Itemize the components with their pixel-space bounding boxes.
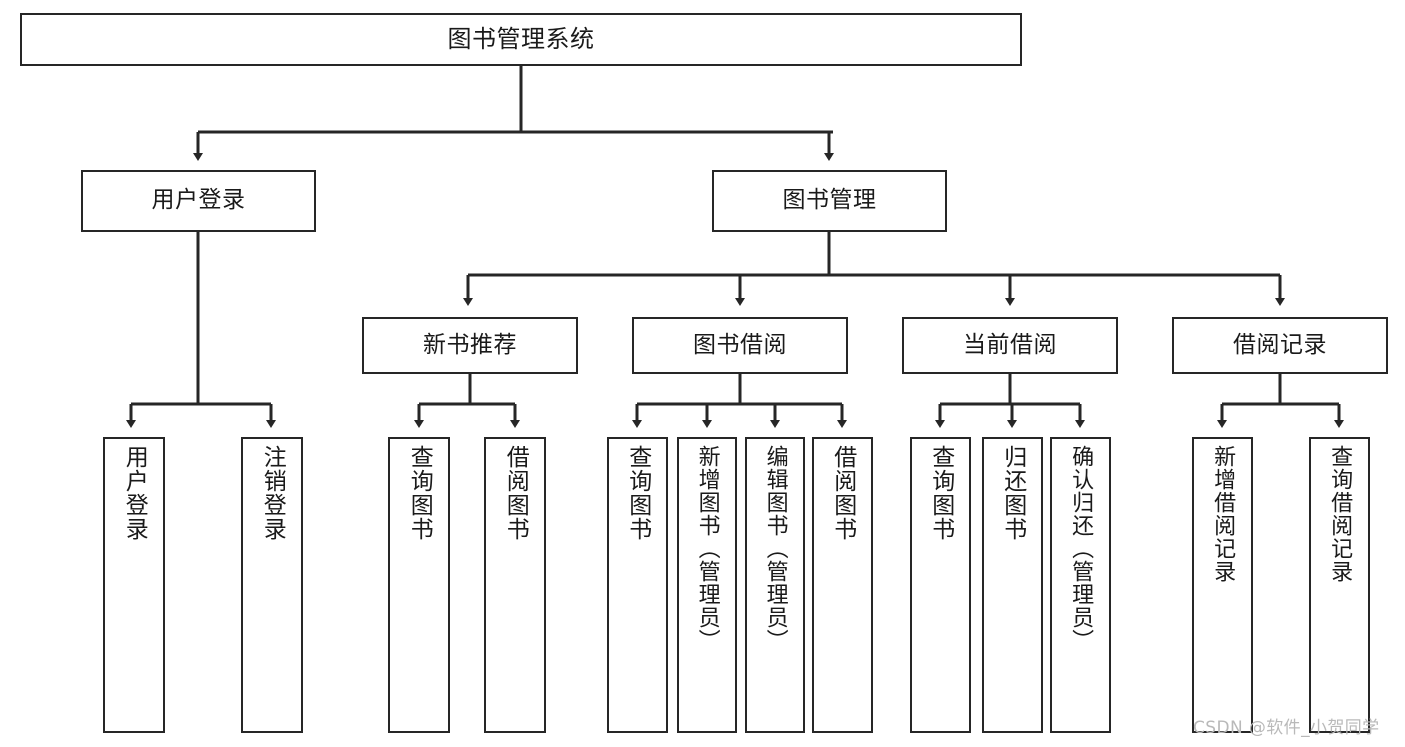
node-label: 查询图书: [927, 445, 954, 541]
node-label: 借阅图书: [829, 445, 856, 541]
node-borrow-record[interactable]: 借阅记录: [1172, 317, 1388, 374]
node-label: 借阅图书: [502, 445, 529, 541]
node-user-login[interactable]: 用户登录: [81, 170, 316, 232]
node-book-manage[interactable]: 图书管理: [712, 170, 947, 232]
node-label: 查询借阅记录: [1327, 445, 1353, 583]
node-leaf-add-borrow-record[interactable]: 新增借阅记录: [1192, 437, 1253, 733]
node-label: 图书借阅: [693, 331, 787, 358]
node-book-borrow[interactable]: 图书借阅: [632, 317, 848, 374]
node-leaf-query-borrow-record[interactable]: 查询借阅记录: [1309, 437, 1370, 733]
node-leaf-query-book-borrow[interactable]: 查询图书: [607, 437, 668, 733]
node-label: 图书管理系统: [447, 25, 595, 54]
node-label: 查询图书: [406, 445, 433, 541]
watermark: CSDN @软件_小贺同学: [1193, 718, 1380, 738]
node-label: 新增借阅记录: [1210, 445, 1236, 583]
node-label: 当前借阅: [963, 331, 1057, 358]
node-leaf-confirm-return-admin[interactable]: 确认归还（管理员）: [1050, 437, 1111, 733]
node-label: 用户登录: [121, 445, 148, 541]
node-leaf-query-book-current[interactable]: 查询图书: [910, 437, 971, 733]
node-leaf-return-book[interactable]: 归还图书: [982, 437, 1043, 733]
node-root-system[interactable]: 图书管理系统: [20, 13, 1022, 66]
node-label: 编辑图书（管理员）: [762, 445, 788, 652]
node-leaf-user-logout[interactable]: 注销登录: [241, 437, 303, 733]
node-leaf-query-book-new[interactable]: 查询图书: [388, 437, 450, 733]
node-label: 注销登录: [259, 445, 286, 541]
node-label: 借阅记录: [1233, 331, 1327, 358]
node-label: 新书推荐: [423, 331, 517, 358]
node-label: 图书管理: [782, 187, 877, 214]
node-leaf-edit-book-admin[interactable]: 编辑图书（管理员）: [745, 437, 805, 733]
node-label: 确认归还（管理员）: [1068, 445, 1094, 652]
node-label: 查询图书: [624, 445, 651, 541]
node-label: 归还图书: [999, 445, 1026, 541]
node-leaf-borrow-book[interactable]: 借阅图书: [812, 437, 873, 733]
node-leaf-user-login[interactable]: 用户登录: [103, 437, 165, 733]
node-label: 新增图书（管理员）: [694, 445, 720, 652]
node-leaf-borrow-book-new[interactable]: 借阅图书: [484, 437, 546, 733]
node-leaf-add-book-admin[interactable]: 新增图书（管理员）: [677, 437, 737, 733]
node-current-borrow[interactable]: 当前借阅: [902, 317, 1118, 374]
node-label: 用户登录: [151, 187, 246, 214]
node-new-book-recommend[interactable]: 新书推荐: [362, 317, 578, 374]
